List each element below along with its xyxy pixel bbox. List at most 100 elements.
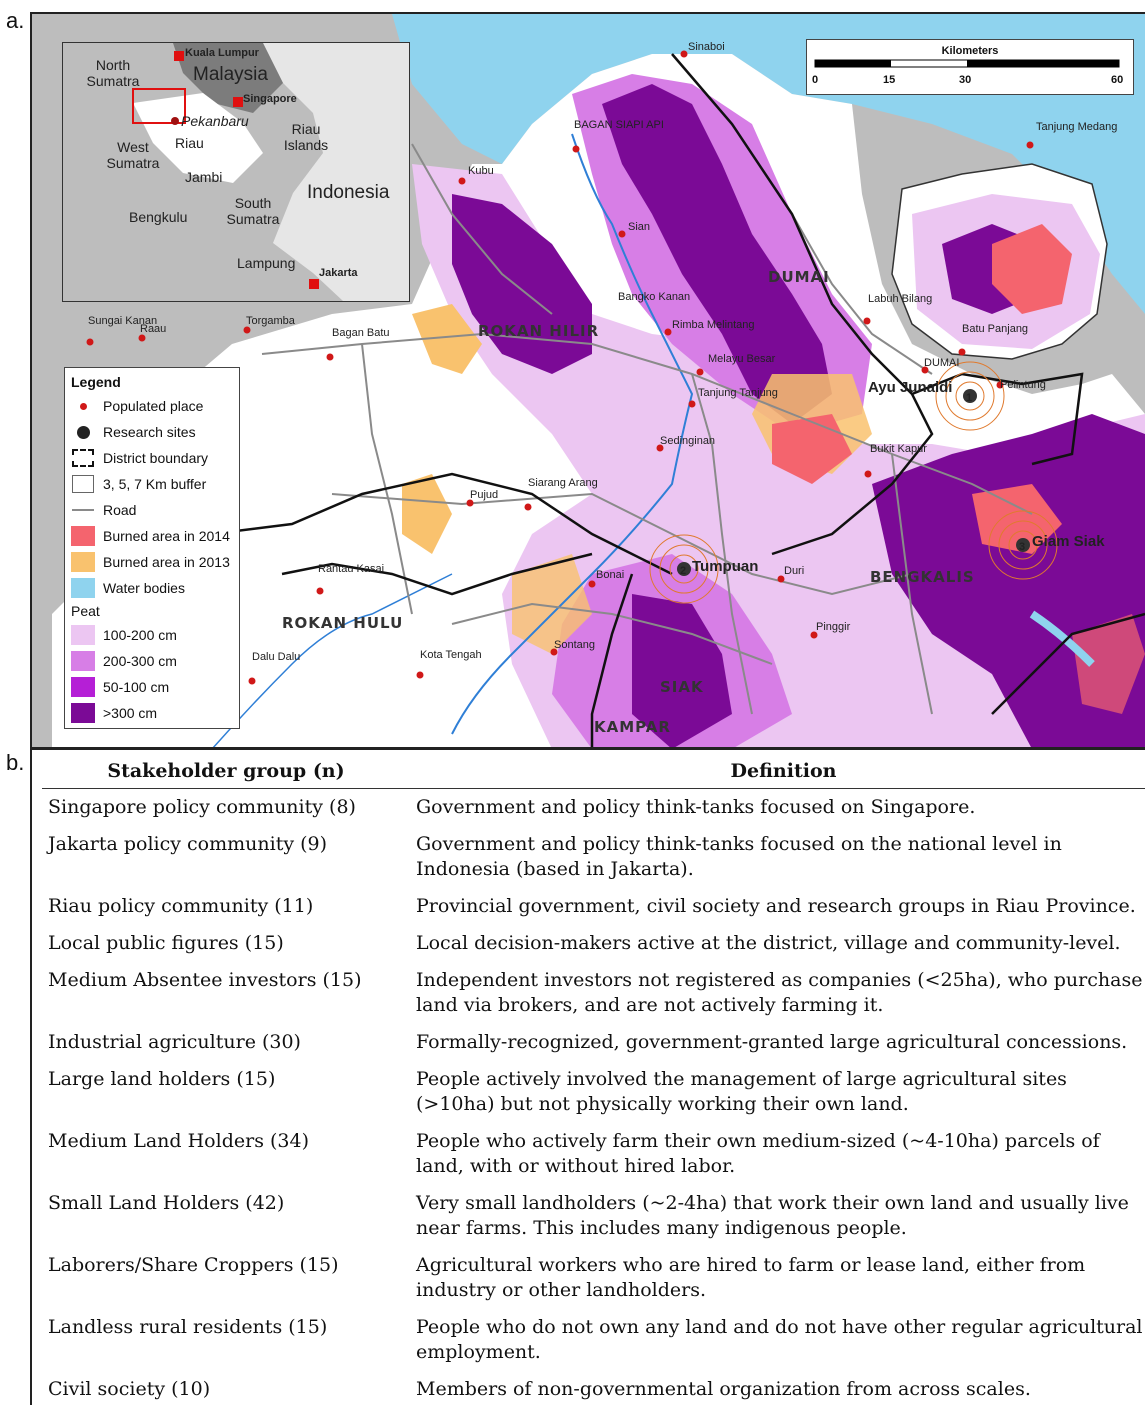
panel-label-a: a. <box>6 8 24 34</box>
legend-item-district-boundary: District boundary <box>71 447 208 469</box>
scale-bar-tick-0: 0 <box>812 74 818 86</box>
inset-label-pekanbaru: Pekanbaru <box>181 113 249 129</box>
place-label: Torgamba <box>246 315 296 327</box>
inset-locator-map: North Sumatra Malaysia Kuala Lumpur Sing… <box>62 42 410 302</box>
table-body: Singapore policy community (8)Government… <box>42 789 1145 1408</box>
burned-2013-swatch <box>71 552 95 572</box>
place-label: BAGAN SIAPI API <box>574 119 664 131</box>
legend-item-burned-2013: Burned area in 2013 <box>71 551 230 573</box>
table-row: Small Land Holders (42)Very small landho… <box>42 1185 1145 1247</box>
inset-marker-pekanbaru <box>171 117 179 125</box>
place-label: Sontang <box>554 639 595 651</box>
research-site-dot-icon <box>77 426 90 439</box>
stakeholder-table: Stakeholder group (n) Definition Singapo… <box>42 756 1145 1408</box>
table-row: Riau policy community (11)Provincial gov… <box>42 888 1145 925</box>
definition-cell: Agricultural workers who are hired to fa… <box>410 1247 1145 1309</box>
inset-label-south-sumatra: South Sumatra <box>223 195 283 227</box>
peat-200-300-swatch <box>71 651 95 671</box>
district-siak: SIAK <box>660 678 704 696</box>
table-row: Industrial agriculture (30)Formally-reco… <box>42 1024 1145 1061</box>
definition-cell: Independent investors not registered as … <box>410 962 1145 1024</box>
place-label: Rimba Melintang <box>672 319 755 331</box>
inset-label-riau-islands: Riau Islands <box>279 121 333 153</box>
panel-label-b: b. <box>6 750 24 776</box>
road-line-icon <box>72 509 94 511</box>
peat-100-200-swatch <box>71 625 95 645</box>
place-label: Bonai <box>596 569 624 581</box>
research-site-number-3: 3 <box>1019 541 1025 553</box>
inset-marker-jakarta <box>309 279 319 289</box>
place-label: Bukit Kapur <box>870 443 927 455</box>
place-label: Raau <box>140 323 166 335</box>
place-label: Pinggir <box>816 621 851 633</box>
table-row: Landless rural residents (15)People who … <box>42 1309 1145 1371</box>
scale-bar-tick-15: 15 <box>883 74 895 86</box>
place-label: Sedinginan <box>660 435 715 447</box>
legend-item-populated-place: Populated place <box>71 395 203 417</box>
scale-bar-tick-30: 30 <box>959 74 971 86</box>
place-label: Duri <box>784 565 804 577</box>
stakeholder-table-panel: Stakeholder group (n) Definition Singapo… <box>30 747 1145 1405</box>
place-label: Bangko Kanan <box>618 291 690 303</box>
table-row: Local public figures (15)Local decision-… <box>42 925 1145 962</box>
definition-cell: People actively involved the management … <box>410 1061 1145 1123</box>
research-site-number-1: 1 <box>966 392 972 404</box>
table-header-row: Stakeholder group (n) Definition <box>42 756 1145 789</box>
district-bengkalis: BENGKALIS <box>870 568 975 586</box>
stakeholder-group-cell: Riau policy community (11) <box>42 888 410 925</box>
inset-label-west-sumatra: West Sumatra <box>103 139 163 171</box>
place-label: Pelintung <box>1000 379 1046 391</box>
table-row: Medium Land Holders (34)People who activ… <box>42 1123 1145 1185</box>
legend-item-research-sites: Research sites <box>71 421 196 443</box>
place-label: Siarang Arang <box>528 477 598 489</box>
map-legend: Legend Populated place Research sites Di… <box>64 367 240 729</box>
district-boundary-swatch <box>72 449 94 467</box>
table-row: Medium Absentee investors (15)Independen… <box>42 962 1145 1024</box>
inset-label-indonesia: Indonesia <box>307 185 389 201</box>
map-panel: 1 2 3 Ayu Junaidi Tumpuan Giam Siak ROKA… <box>30 12 1145 749</box>
place-label: Labuh Bilang <box>868 293 932 305</box>
inset-label-kuala-lumpur: Kuala Lumpur <box>185 45 259 61</box>
stakeholder-group-cell: Jakarta policy community (9) <box>42 826 410 888</box>
table-row: Singapore policy community (8)Government… <box>42 789 1145 827</box>
definition-cell: People who do not own any land and do no… <box>410 1309 1145 1371</box>
legend-item-water-bodies: Water bodies <box>71 577 185 599</box>
place-label: Sian <box>628 221 650 233</box>
inset-label-jambi: Jambi <box>185 169 222 185</box>
definition-cell: Members of non-governmental organization… <box>410 1371 1145 1408</box>
place-label: Tanjung Medang <box>1036 121 1117 133</box>
stakeholder-group-cell: Local public figures (15) <box>42 925 410 962</box>
research-site-name-3: Giam Siak <box>1032 533 1105 550</box>
definition-cell: People who actively farm their own mediu… <box>410 1123 1145 1185</box>
research-site-name-1: Ayu Junaidi <box>868 379 952 396</box>
buffer-swatch <box>72 475 94 493</box>
district-dumai: DUMAI <box>768 268 830 286</box>
place-label: Rantau Kasai <box>318 563 384 575</box>
peat-50-100-swatch <box>71 677 95 697</box>
research-site-number-2: 2 <box>680 565 686 577</box>
place-label: Melayu Besar <box>708 353 776 365</box>
legend-item-peat-300: >300 cm <box>71 702 157 724</box>
stakeholder-group-cell: Large land holders (15) <box>42 1061 410 1123</box>
stakeholder-group-cell: Singapore policy community (8) <box>42 789 410 827</box>
place-label: Dalu Dalu <box>252 651 300 663</box>
table-row: Jakarta policy community (9)Government a… <box>42 826 1145 888</box>
place-label: Sinaboi <box>688 41 725 53</box>
legend-item-buffer: 3, 5, 7 Km buffer <box>71 473 206 495</box>
definition-cell: Very small landholders (~2-4ha) that wor… <box>410 1185 1145 1247</box>
peat-300-swatch <box>71 703 95 723</box>
place-label: Tanjung Tanjung <box>698 387 778 399</box>
research-site-name-2: Tumpuan <box>692 558 758 575</box>
district-rokan-hulu: ROKAN HULU <box>282 614 403 632</box>
definition-cell: Provincial government, civil society and… <box>410 888 1145 925</box>
burned-2014-swatch <box>71 526 95 546</box>
legend-item-peat-50-100: 50-100 cm <box>71 676 169 698</box>
stakeholder-group-cell: Landless rural residents (15) <box>42 1309 410 1371</box>
place-label: Pujud <box>470 489 498 501</box>
place-label: DUMAI <box>924 357 959 369</box>
legend-item-peat-100-200: 100-200 cm <box>71 624 177 646</box>
inset-label-lampung: Lampung <box>237 255 295 271</box>
legend-item-peat-200-300: 200-300 cm <box>71 650 177 672</box>
stakeholder-group-cell: Medium Land Holders (34) <box>42 1123 410 1185</box>
definition-cell: Government and policy think-tanks focuse… <box>410 826 1145 888</box>
